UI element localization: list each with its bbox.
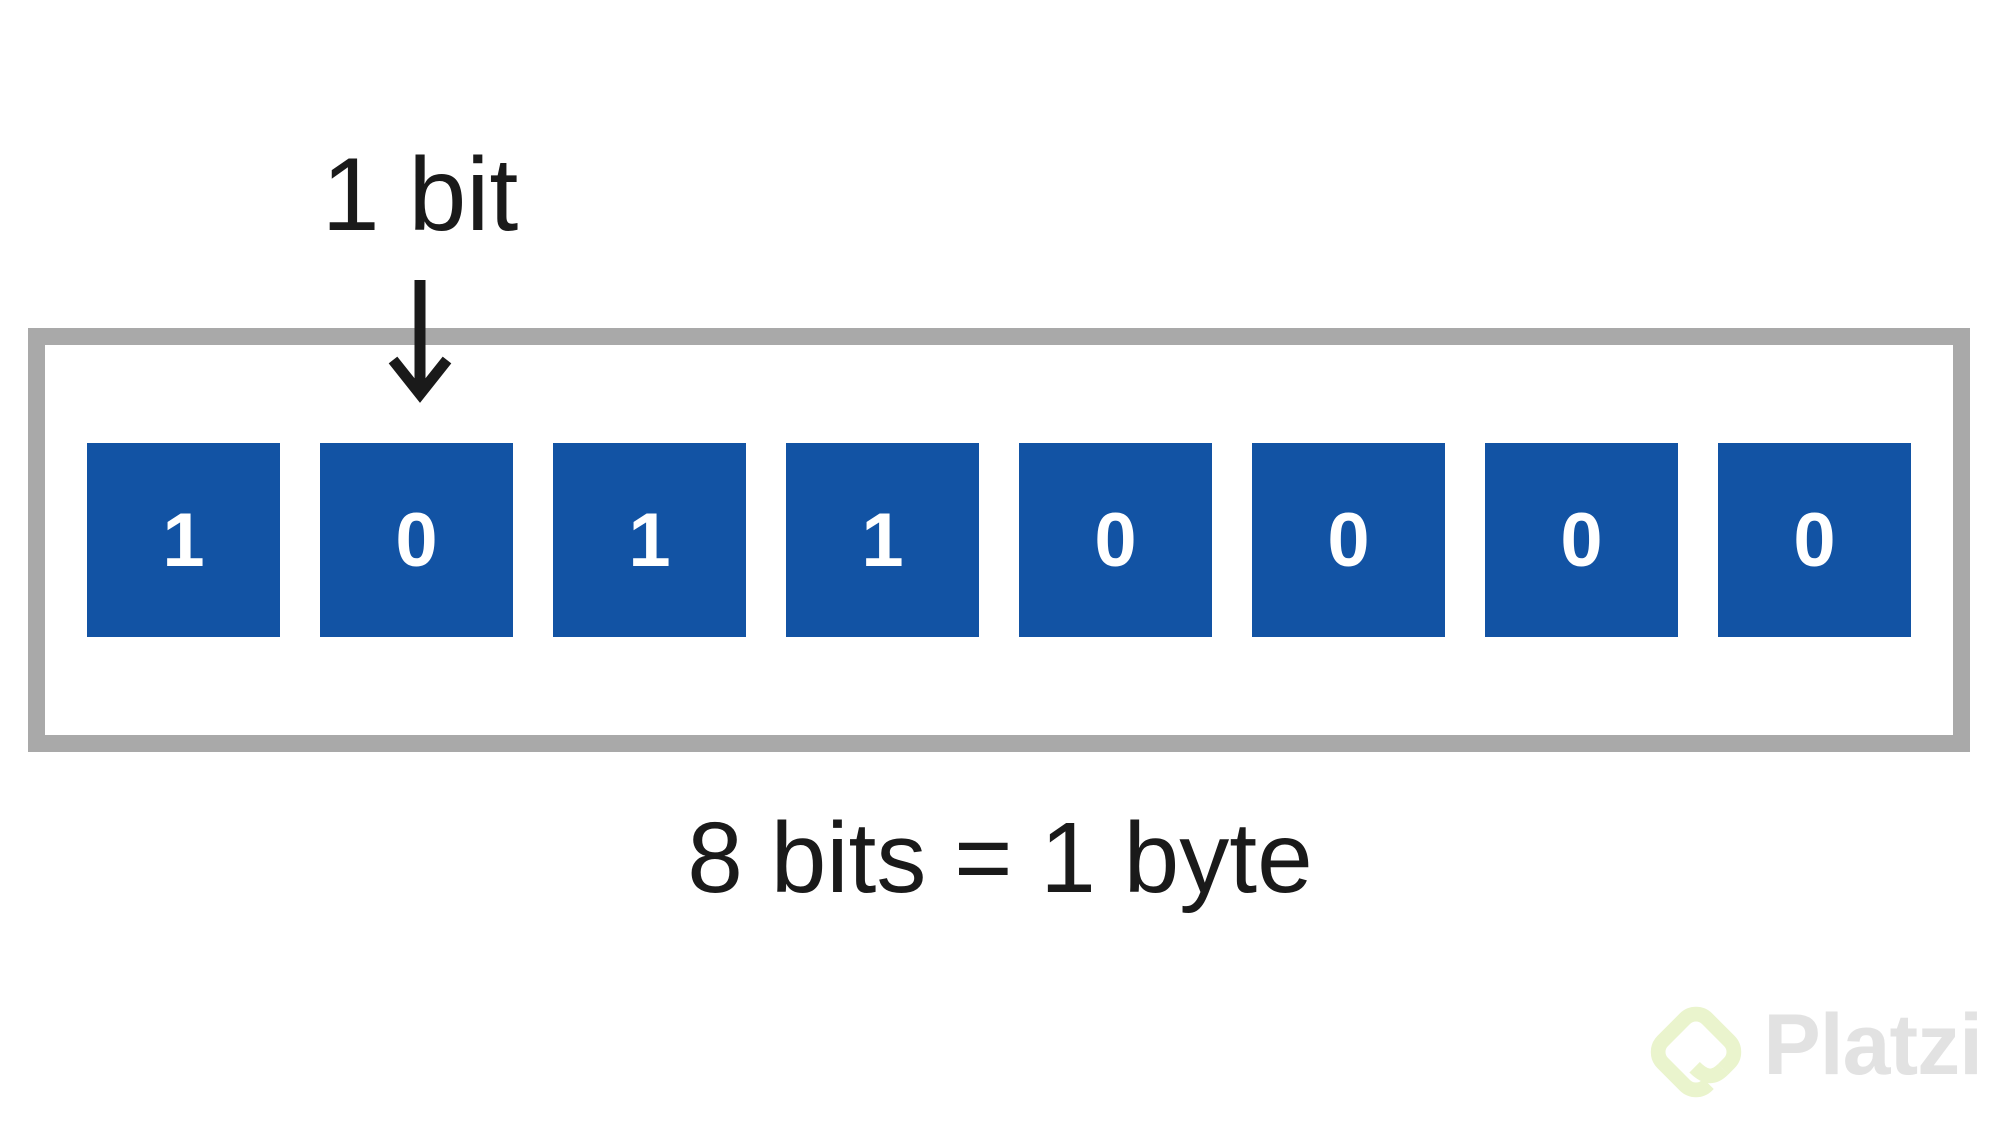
bit-cell: 0 — [1019, 443, 1212, 637]
bit-cell: 0 — [1252, 443, 1445, 637]
bit-cell: 0 — [1485, 443, 1678, 637]
byte-caption: 8 bits = 1 byte — [687, 802, 1313, 914]
bit-cell: 1 — [553, 443, 746, 637]
bit-cell: 1 — [786, 443, 979, 637]
bit-cell: 1 — [87, 443, 280, 637]
platzi-diamond-icon — [1651, 1006, 1742, 1098]
one-bit-label: 1 bit — [321, 137, 519, 253]
arrow-down-icon — [388, 280, 452, 403]
bit-cell: 0 — [1718, 443, 1911, 637]
platzi-brand-text: Platzi — [1763, 997, 1983, 1093]
bit-cell: 0 — [320, 443, 513, 637]
platzi-watermark: Platzi — [1647, 997, 1983, 1107]
